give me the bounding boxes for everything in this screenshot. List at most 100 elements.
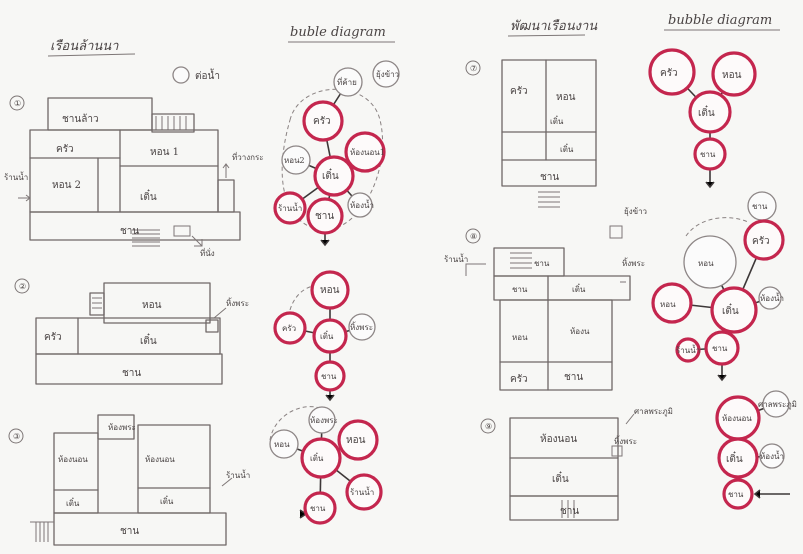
bubble-diagram-2: หอน ครัว เติ๋น หิ้งพระ ชาน	[273, 270, 376, 402]
bubble-label: ครัว	[660, 68, 678, 79]
bubble-node	[308, 406, 336, 434]
bubble-label: หอน	[346, 435, 366, 446]
bubble-label: ชาน	[728, 490, 744, 499]
bubble-node	[762, 390, 790, 418]
floor-plan-7: ครัว หอน เติ๋น เติ๋น ชาน	[501, 59, 597, 208]
bubble-label: หิ้งพระ	[350, 321, 373, 332]
floor-plan-9: ห้องนอน เติ๋น ชาน ศาลพระภูมิ หิ้งพระ	[509, 407, 673, 521]
room-label: หอน	[142, 300, 162, 311]
bubble-node	[759, 443, 785, 469]
bubble-label: ร้านน้ำ	[676, 344, 700, 355]
header-bubble-left: buble diagram	[290, 25, 386, 40]
row-number-7: ⑦	[470, 64, 477, 73]
bubble-node	[310, 270, 350, 310]
bubble-node	[688, 90, 732, 134]
floor-plan-2: หอน ครัว เติ๋น ชาน หิ้งพระ	[35, 282, 249, 385]
bubble-label: เติ๋น	[726, 451, 743, 465]
room-label: เติ๋น	[140, 333, 157, 347]
bubble-node	[675, 337, 701, 363]
note-label: ศาลพระภูมิ	[634, 407, 673, 417]
room-label: ชานล้าว	[62, 113, 99, 125]
header-modern-houses: พัฒนาเรือนงาน	[510, 19, 598, 34]
bubble-label: เติ๋น	[310, 452, 324, 463]
bubble-label: ที่ค้าย	[337, 76, 357, 87]
bubble-node	[372, 60, 400, 88]
room-label: ชาน	[540, 172, 559, 183]
bubble-label: ครัว	[752, 236, 770, 247]
header-existing-houses: เรือนล้านนา	[50, 39, 119, 54]
row-number-9: ⑨	[485, 422, 492, 431]
room-label: ชาน	[564, 372, 583, 383]
bubble-label: ชาน	[321, 372, 337, 381]
bubble-label: ห้องนอน1	[350, 148, 385, 157]
room-label: ห้องพระ	[108, 423, 136, 432]
bubble-node	[300, 437, 342, 479]
note-label: หิ้งพระ	[622, 257, 645, 268]
room-label: ครัว	[510, 374, 528, 385]
bubble-node	[306, 197, 344, 235]
bubble-node	[710, 286, 758, 334]
note-label: หิ้งพระ	[226, 297, 249, 308]
header-underline	[507, 34, 586, 37]
bubble-label: เติ๋น	[322, 168, 339, 182]
bubble-label: ครัว	[282, 324, 296, 333]
note-label: ร้านน้ำ	[444, 253, 468, 264]
room-label: ห้องน	[570, 327, 590, 336]
bubble-label: ห้องน้ำ	[350, 199, 374, 210]
room-label: เติ๋น	[560, 143, 574, 154]
room-label: หอน 1	[150, 147, 179, 158]
bubble-node	[302, 100, 344, 142]
bubble-label: ห้องน้ำ	[760, 292, 784, 303]
bubble-node	[269, 429, 299, 459]
note-label: หิ้งพระ	[614, 435, 637, 446]
bubble-label: ห้องพระ	[310, 416, 338, 425]
bubble-diagram-9: ห้องนอน ศาลพระภูมิ เติ๋น ห้องน้ำ ชาน	[715, 390, 797, 510]
bubble-node	[312, 318, 348, 354]
bubble-node	[348, 313, 376, 341]
bubble-label: หอน	[722, 70, 742, 81]
bubble-node	[337, 419, 379, 461]
room-label: ห้องนอน	[145, 455, 175, 464]
bubble-node	[281, 145, 311, 175]
note-label: ร้านน้ำ	[226, 469, 250, 480]
note-label: ที่นั่ง	[200, 247, 215, 258]
bubble-node	[347, 192, 373, 218]
bubble-node	[345, 473, 383, 511]
bubble-label: หอน	[320, 285, 340, 296]
note-label: ที่วางกระ	[232, 151, 264, 162]
room-label: เติ๋น	[550, 115, 564, 126]
bubble-label: หอน	[274, 440, 290, 449]
bubble-label: ชาน	[310, 504, 326, 513]
legend-circle	[172, 66, 190, 84]
bubble-label: ศาลพระภูมิ	[758, 400, 797, 410]
bubble-node	[314, 360, 346, 392]
room-label: เติ๋น	[160, 495, 174, 506]
bubble-diagram-7: ครัว หอน เติ๋น ชาน	[648, 48, 757, 189]
row-number-1: ①	[14, 99, 21, 108]
bubble-label: ร้านน้ำ	[278, 202, 302, 213]
bubble-diagram-3: ห้องพระ หอน หอน เติ๋น ร้านน้ำ ชาน	[269, 406, 383, 525]
bubble-label: ยุ้งข้าว	[376, 70, 399, 79]
room-label: ชาน	[534, 259, 550, 268]
bubble-diagram-8: ชาน หอน ครัว หอน เติ๋น ห้องน้ำ ร้านน้ำ ช…	[651, 191, 785, 382]
bubble-label: ชาน	[700, 150, 716, 159]
room-label: ชาน	[512, 285, 528, 294]
row-number-3: ③	[13, 432, 20, 441]
header-underline	[47, 53, 136, 57]
bubble-node	[717, 437, 759, 479]
bubble-label: ห้องนอน	[722, 414, 752, 423]
room-label: ชาน	[122, 368, 141, 379]
bubble-node	[648, 48, 696, 96]
note-label: ยุ้งข้าว	[624, 207, 647, 216]
room-label: หอน	[512, 333, 528, 342]
bubble-label: หอน	[660, 300, 676, 309]
row-number-2: ②	[19, 282, 26, 291]
bubble-node	[743, 219, 785, 261]
room-label: ชาน	[560, 506, 579, 517]
room-label: ครัว	[510, 86, 528, 97]
bubble-label: ชาน	[712, 344, 728, 353]
bubble-label: เติ๋น	[320, 330, 334, 341]
bubble-label: หอน2	[284, 156, 305, 165]
bubble-node	[651, 282, 693, 324]
